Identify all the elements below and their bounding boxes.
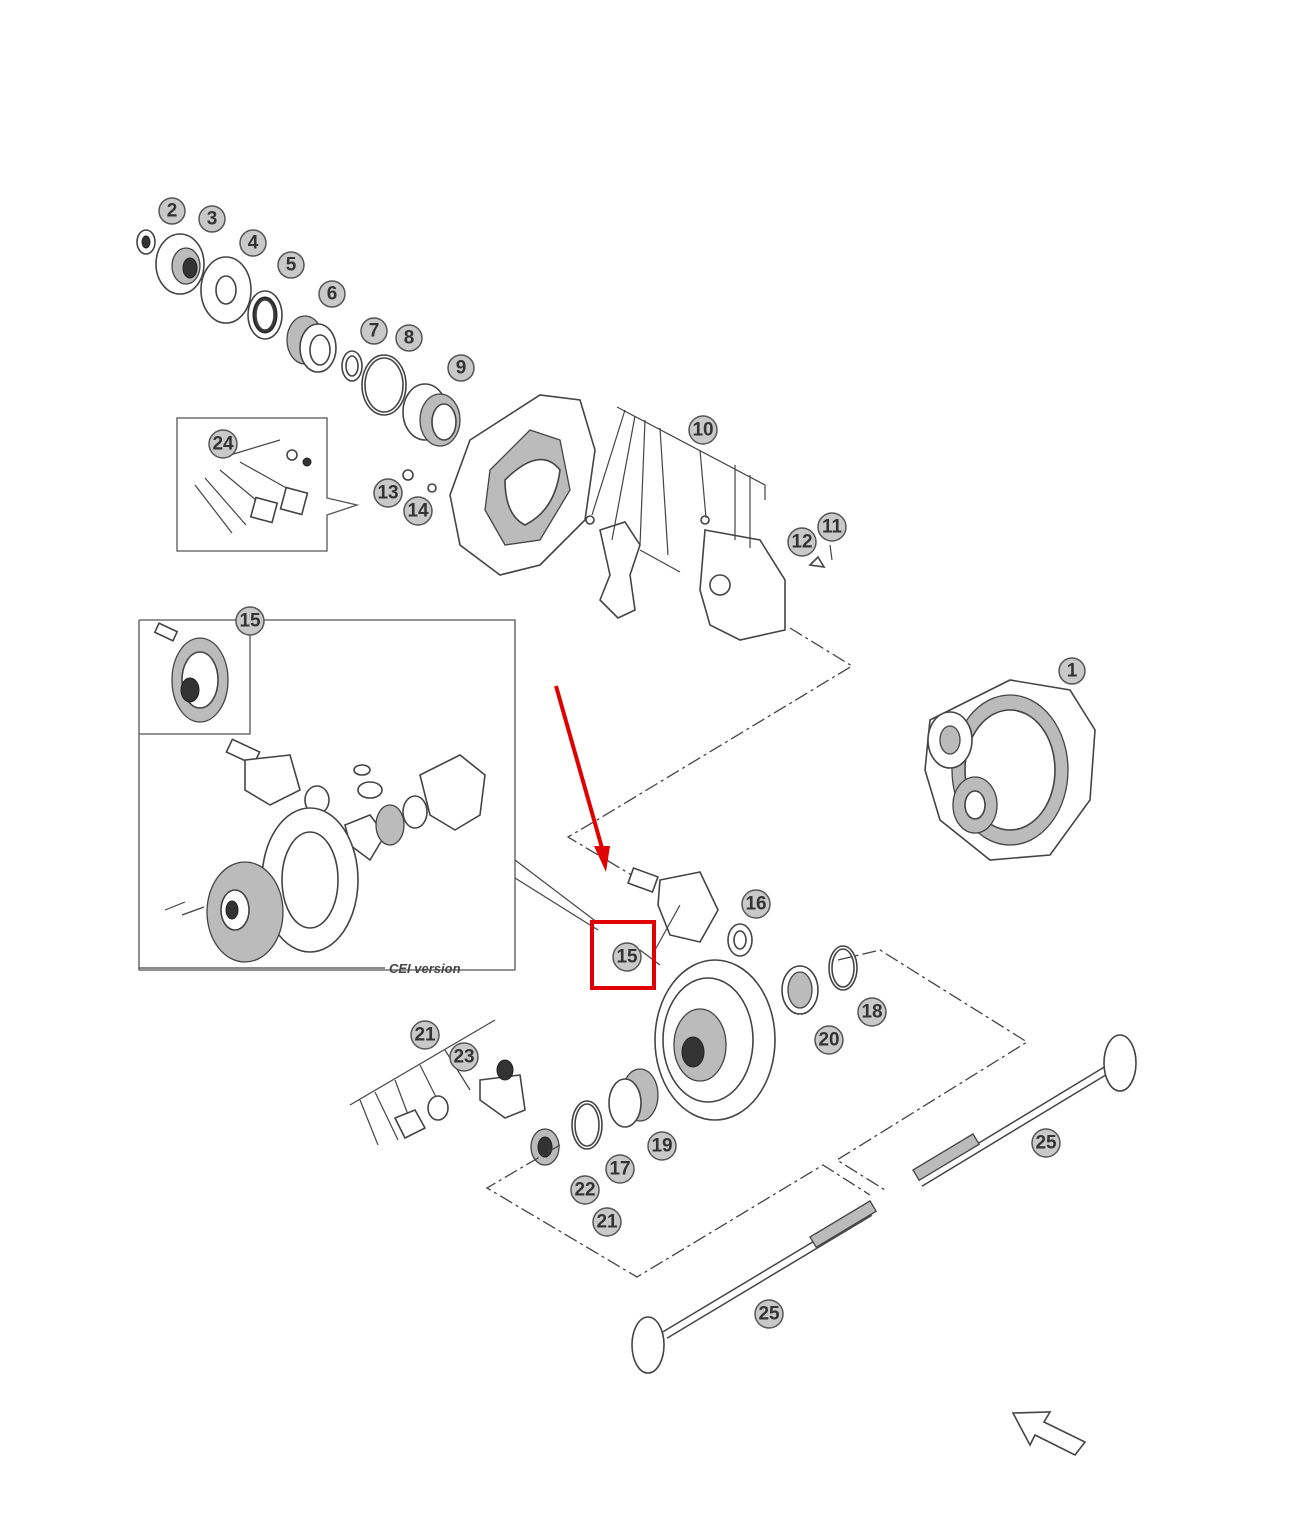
inset-box-15	[138, 619, 599, 971]
svg-text:20: 20	[818, 1030, 839, 1051]
callouts: 2 3 4 5 6 7 8 9 10 24 13 14 12 11 15 1 1…	[158, 197, 1086, 1329]
assembled-differential	[924, 679, 1096, 861]
svg-text:16: 16	[745, 894, 766, 915]
svg-text:14: 14	[407, 501, 429, 522]
brackets	[402, 469, 833, 641]
svg-text:24: 24	[212, 434, 234, 455]
svg-text:10: 10	[692, 420, 713, 441]
callout: 4	[239, 229, 267, 257]
callout: 25	[754, 1299, 784, 1329]
callout: 6	[318, 280, 346, 308]
callout: 22	[570, 1175, 600, 1205]
callout: 9	[447, 354, 475, 382]
callout: 2	[158, 197, 186, 225]
svg-text:3: 3	[207, 209, 218, 230]
callout: 14	[403, 496, 433, 526]
highlight-box	[590, 920, 656, 990]
inset-box-24	[176, 417, 360, 552]
callout: 23	[449, 1042, 479, 1072]
callout: 24	[208, 429, 238, 459]
callout: 1	[1058, 657, 1086, 685]
callout: 3	[198, 205, 226, 233]
svg-text:19: 19	[651, 1136, 672, 1157]
cei-version-label: CEI version	[389, 961, 461, 976]
callout: 13	[373, 478, 403, 508]
svg-text:5: 5	[286, 255, 297, 276]
pinion-and-crown-gear	[530, 867, 858, 1166]
svg-text:21: 21	[596, 1212, 618, 1233]
svg-text:9: 9	[456, 358, 467, 379]
red-arrow-head-icon	[594, 846, 610, 872]
pinion-nut-assembly	[136, 229, 461, 447]
callout: 5	[277, 251, 305, 279]
svg-text:15: 15	[239, 611, 261, 632]
svg-text:25: 25	[1035, 1133, 1057, 1154]
callout: 15	[235, 606, 265, 636]
direction-arrow-icon	[1011, 1411, 1087, 1457]
svg-text:7: 7	[369, 321, 380, 342]
svg-text:1: 1	[1067, 661, 1078, 682]
callout: 25	[1031, 1128, 1061, 1158]
svg-text:17: 17	[609, 1159, 630, 1180]
callout: 18	[857, 997, 887, 1027]
housing-cover	[449, 394, 596, 576]
callout: 17	[605, 1154, 635, 1184]
callout: 8	[395, 324, 423, 352]
svg-text:13: 13	[377, 483, 398, 504]
callout: 16	[741, 889, 771, 919]
selector-fork-assembly	[349, 1019, 526, 1146]
svg-text:22: 22	[574, 1180, 595, 1201]
callout: 21	[592, 1207, 622, 1237]
callout: 12	[787, 527, 817, 557]
svg-text:8: 8	[404, 328, 415, 349]
assembly-dashed-outline-upper	[566, 627, 854, 881]
callout: 11	[817, 512, 847, 542]
assembly-dashed-outline-right	[835, 949, 1029, 1191]
svg-text:12: 12	[791, 532, 812, 553]
svg-text:11: 11	[822, 517, 843, 538]
callout: 7	[360, 317, 388, 345]
svg-text:4: 4	[248, 233, 259, 254]
callout: 21	[410, 1020, 440, 1050]
svg-text:18: 18	[861, 1002, 882, 1023]
svg-text:2: 2	[167, 201, 178, 222]
highlight-annotation	[554, 685, 656, 990]
svg-text:23: 23	[453, 1047, 474, 1068]
svg-text:15: 15	[616, 947, 638, 968]
svg-text:21: 21	[414, 1025, 436, 1046]
callout-leaders	[639, 904, 681, 966]
svg-text:6: 6	[327, 284, 338, 305]
part-10-leaders	[591, 406, 766, 556]
svg-text:25: 25	[758, 1304, 780, 1325]
callout: 10	[688, 415, 718, 445]
assembly-dashed-outline-lower	[485, 1144, 871, 1278]
callout: 19	[647, 1131, 677, 1161]
callout-highlighted: 15	[612, 942, 642, 972]
axle-shafts	[631, 1034, 1137, 1374]
callout: 20	[814, 1025, 844, 1055]
